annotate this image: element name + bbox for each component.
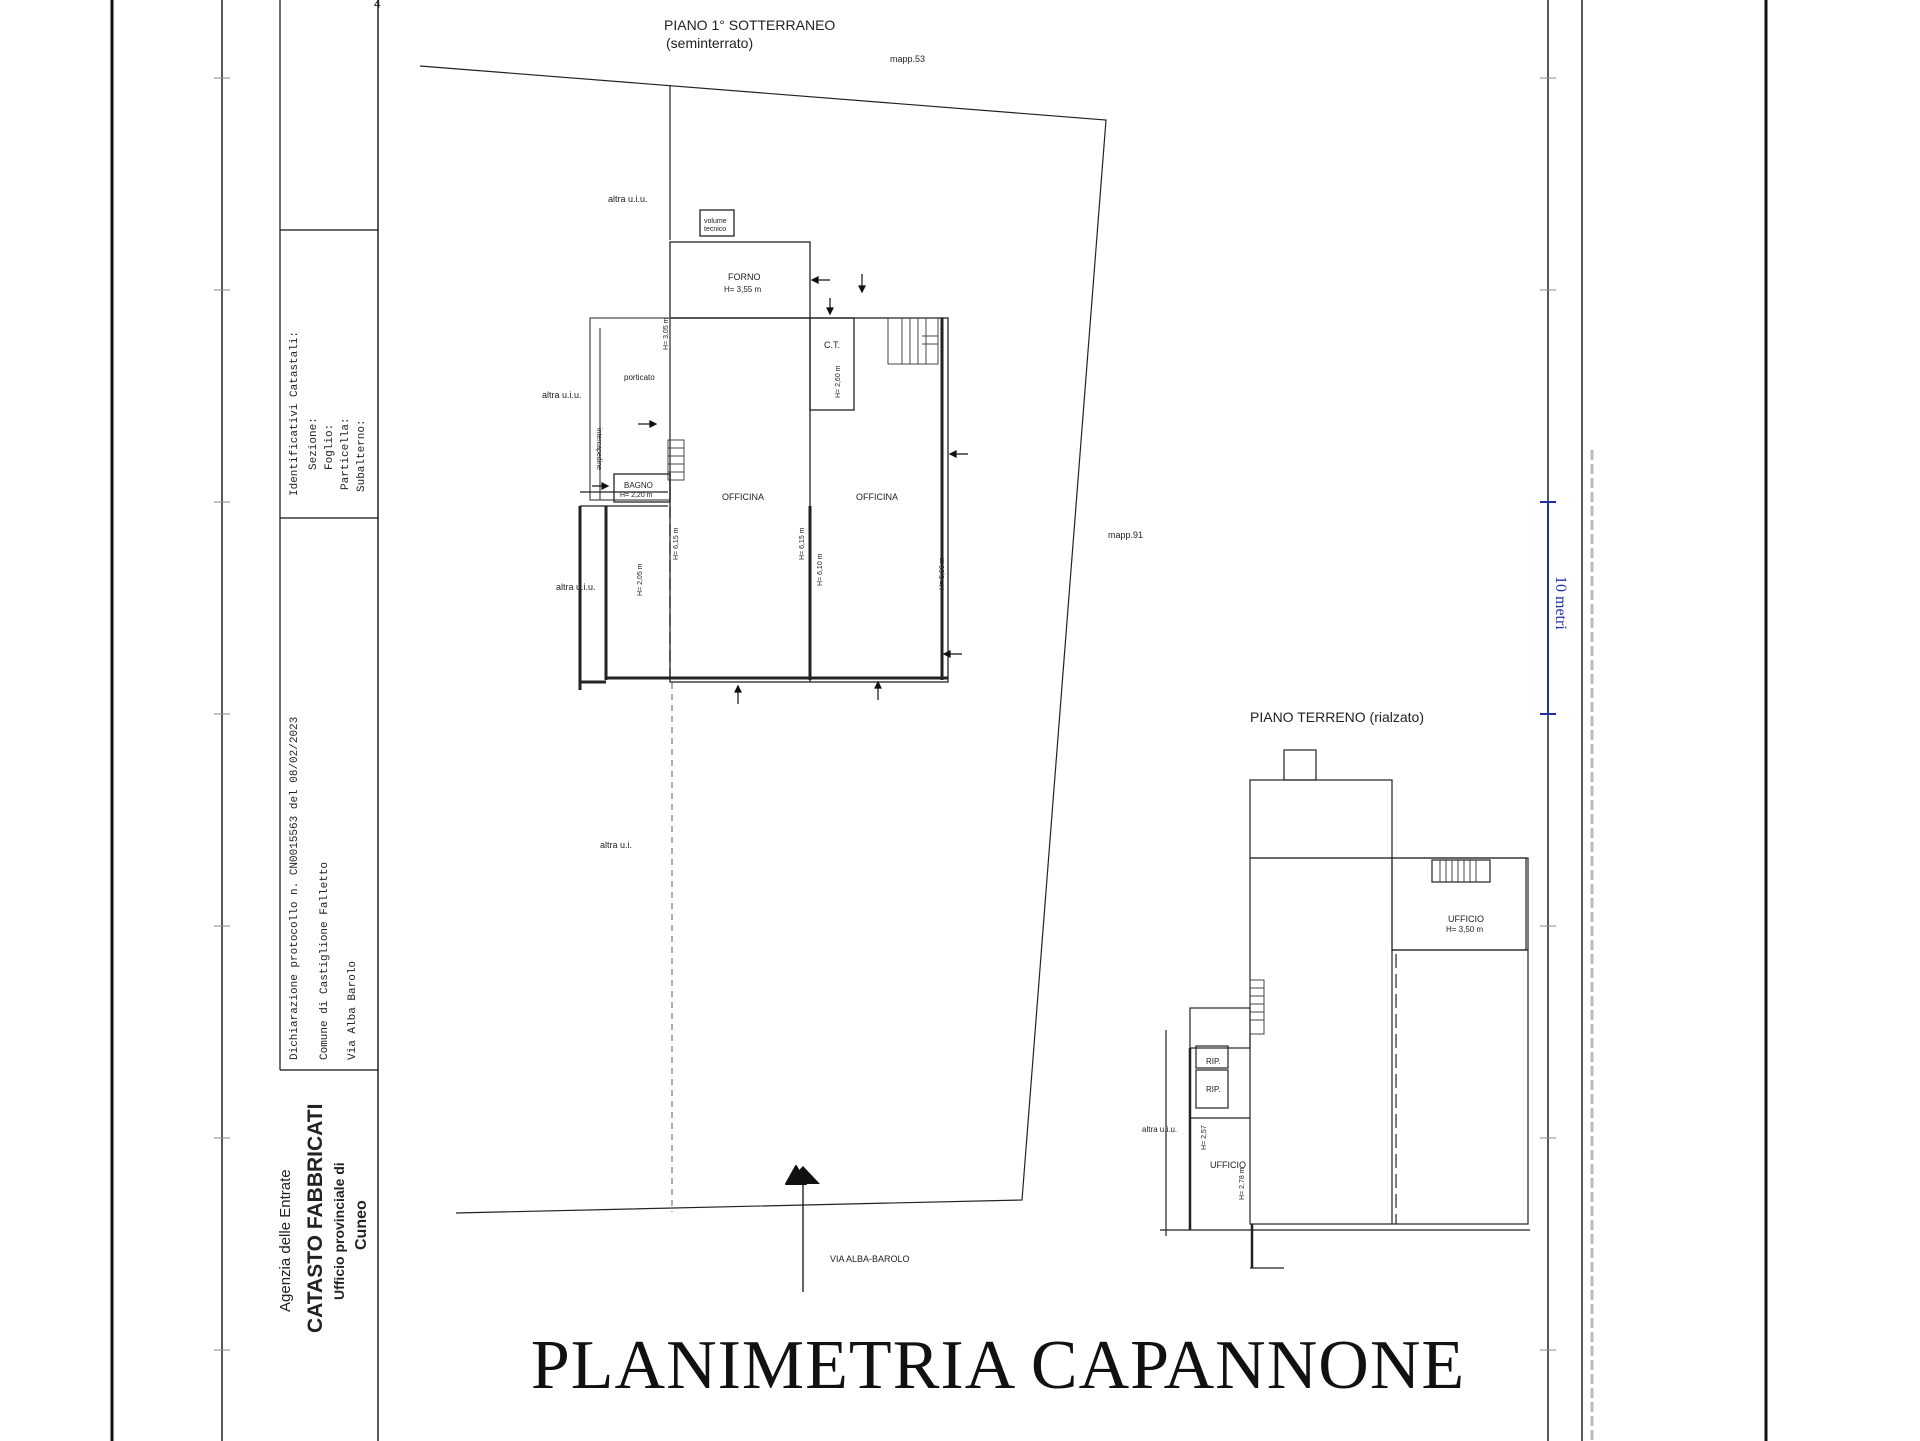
ct-height: H= 2,60 m (835, 365, 842, 398)
label-altra-uiu-1: altra u.i.u. (608, 194, 648, 204)
height-278: H= 2,78 m (1239, 1167, 1246, 1200)
sheet-frame (110, 0, 1768, 1441)
volume-tecnico-label-2: tecnico (704, 226, 726, 233)
ground-floor-title: PIANO TERRENO (rialzato) (1250, 709, 1424, 725)
ground-floor-plan: PIANO TERRENO (rialzato) (1142, 709, 1530, 1269)
scale-bar: 10 metri (1540, 501, 1569, 715)
identifier-sezione: Sezione: (308, 417, 320, 470)
basement-subtitle: (seminterrato) (666, 35, 753, 51)
identifier-foglio: Foglio: (324, 424, 336, 470)
ufficio-top-label: UFFICIO (1448, 914, 1484, 924)
basement-plan: PIANO 1° SOTTERRANEO (seminterrato) mapp… (419, 17, 1143, 1292)
identifier-subalterno: Subalterno: (356, 419, 368, 492)
ground-staircase (1249, 860, 1477, 1035)
provincial-office: Ufficio provinciale di (331, 1162, 347, 1300)
ground-floor-walls (1160, 749, 1530, 1269)
entrance-arrows (592, 274, 968, 704)
basement-staircase (667, 317, 939, 481)
ground-altra-uiu: altra u.i.u. (1142, 1125, 1177, 1134)
declaration-text: Dichiarazione protocollo n. CN0015563 de… (289, 717, 301, 1060)
basement-walls (578, 209, 949, 690)
officina-left-label: OFFICINA (722, 492, 764, 502)
agency-header: Agenzia delle Entrate CATASTO FABBRICATI… (277, 1104, 370, 1333)
basement-title: PIANO 1° SOTTERRANEO (664, 17, 835, 33)
porticato-label: porticato (624, 373, 655, 382)
label-mapp-53: mapp.53 (890, 54, 925, 64)
height-615-left: H= 6,15 m (673, 527, 680, 560)
volume-tecnico-label-1: volume (704, 218, 727, 225)
scale-label: 10 metri (1552, 576, 1569, 630)
officina-right-label: OFFICINA (856, 492, 898, 502)
street-label: VIA ALBA-BAROLO (830, 1254, 910, 1264)
north-arrow (785, 1165, 820, 1292)
declaration-block: Dichiarazione protocollo n. CN0015563 de… (289, 717, 359, 1060)
intercapedine-label: intercapedine (595, 428, 602, 470)
page-number: 4 (374, 0, 381, 11)
label-altra-ui-4: altra u.i. (600, 840, 632, 850)
identifier-particella: Particella: (340, 417, 352, 490)
office-city: Cuneo (353, 1200, 370, 1250)
height-205: H= 2,05 m (637, 563, 644, 596)
main-title: PLANIMETRIA CAPANNONE (531, 1327, 1465, 1404)
rip-label-2: RIP. (1206, 1085, 1221, 1094)
bagno-height: H= 2,20 m (620, 492, 653, 499)
height-566: H= 5,66 m (939, 557, 946, 590)
bagno-label: BAGNO (624, 481, 653, 490)
height-610: H= 6,10 m (817, 553, 824, 586)
label-altra-uiu-2: altra u.i.u. (542, 390, 582, 400)
height-305: H= 3,05 m (663, 317, 670, 350)
rip-label-1: RIP. (1206, 1057, 1221, 1066)
forno-label: FORNO (728, 272, 761, 282)
agency-name: Agenzia delle Entrate (277, 1169, 294, 1312)
height-615-mid: H= 6,15 m (799, 527, 806, 560)
ufficio-bottom-label: UFFICIO (1210, 1160, 1246, 1170)
identifiers-title: Identificativi Catastali: (289, 331, 301, 496)
label-altra-ui-3: altra u.i.u. (556, 582, 596, 592)
catasto-fabbricati: CATASTO FABBRICATI (304, 1104, 327, 1333)
lot-boundary (419, 65, 1107, 1214)
cadastral-identifiers: Identificativi Catastali: Sezione: Fogli… (289, 331, 368, 496)
height-257: H= 2,57 (1201, 1125, 1208, 1150)
comune-text: Comune di Castiglione Falletto (319, 862, 331, 1060)
forno-height: H= 3,55 m (724, 285, 761, 294)
ct-label: C.T. (824, 340, 840, 350)
address-text: Via Alba Barolo (347, 961, 359, 1060)
label-mapp-91: mapp.91 (1108, 530, 1143, 540)
ufficio-top-height: H= 3,50 m (1446, 925, 1483, 934)
